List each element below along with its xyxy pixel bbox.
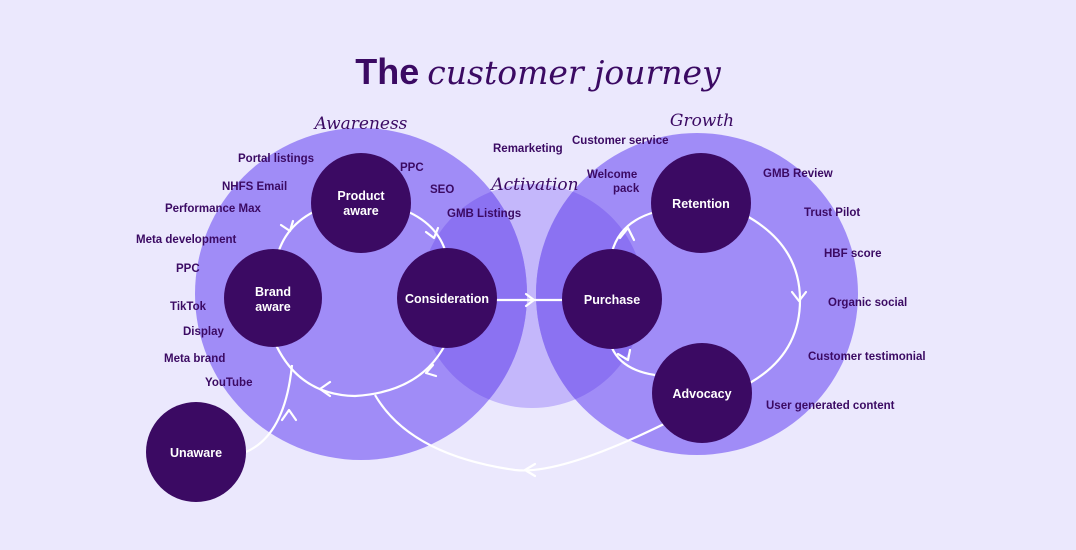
channel-label: PPC xyxy=(176,263,200,275)
flow-advocacy-return xyxy=(374,394,665,472)
arrow-purchase-to-retention xyxy=(618,226,636,242)
node-product-aware[interactable]: Product aware xyxy=(311,153,411,253)
arrow-bottom-left xyxy=(318,380,332,398)
node-purchase-label: Purchase xyxy=(584,293,640,307)
node-brand-aware-line1: Brand xyxy=(255,285,291,299)
node-brand-aware-line2: aware xyxy=(255,300,290,314)
channel-label: Organic social xyxy=(828,297,907,309)
node-retention-label: Retention xyxy=(672,197,730,211)
node-advocacy[interactable]: Advocacy xyxy=(652,343,752,443)
flow-consideration-to-brand xyxy=(275,344,446,398)
section-activation: Activation xyxy=(489,175,578,195)
node-consideration-label: Consideration xyxy=(405,292,489,306)
section-awareness: Awareness xyxy=(313,114,408,134)
channel-label: Portal listings xyxy=(238,153,314,165)
channel-label: GMB Review xyxy=(763,168,833,180)
arrow-product-to-consideration xyxy=(424,226,440,240)
channel-label: Trust Pilot xyxy=(804,207,860,219)
channel-label: Performance Max xyxy=(165,203,261,215)
growth-circle xyxy=(536,133,858,455)
channel-label: NHFS Email xyxy=(222,181,287,193)
channel-label: Meta development xyxy=(136,234,236,246)
channel-label: GMB Listings xyxy=(447,208,521,220)
channel-label: TikTok xyxy=(170,301,207,313)
arrow-advocacy-to-purchase xyxy=(616,348,632,362)
channel-label: Customer service xyxy=(572,135,669,147)
section-growth: Growth xyxy=(670,111,734,131)
arrow-unaware-to-brand xyxy=(280,408,298,422)
channel-label: Meta brand xyxy=(164,353,225,365)
channel-label: Remarketing xyxy=(493,143,563,155)
channel-label: YouTube xyxy=(205,377,252,389)
awareness-activation-overlap xyxy=(420,184,527,408)
channel-label: User generated content xyxy=(766,400,895,412)
arrow-to-purchase xyxy=(524,292,536,308)
node-unaware-label: Unaware xyxy=(170,446,222,460)
channel-label: pack xyxy=(613,183,640,195)
node-consideration[interactable]: Consideration xyxy=(397,248,497,348)
arrow-consideration-bottom xyxy=(424,363,438,378)
flow-unaware-to-brand xyxy=(245,364,294,454)
flow-advocacy-to-purchase xyxy=(610,347,656,377)
node-product-aware-line2: aware xyxy=(343,204,378,218)
channel-label: Display xyxy=(183,326,225,338)
growth-activation-overlap xyxy=(536,184,644,408)
node-product-aware-line1: Product xyxy=(337,189,385,203)
node-brand-aware[interactable]: Brand aware xyxy=(224,249,322,347)
channel-label: Customer testimonial xyxy=(808,351,926,363)
arrow-retention-side xyxy=(790,290,808,303)
node-unaware[interactable]: Unaware xyxy=(146,402,246,502)
node-advocacy-label: Advocacy xyxy=(672,387,731,401)
arrow-brand-to-product xyxy=(279,219,295,233)
node-purchase[interactable]: Purchase xyxy=(562,249,662,349)
node-retention[interactable]: Retention xyxy=(651,153,751,253)
arrow-advocacy-return xyxy=(523,462,537,478)
flow-purchase-to-retention xyxy=(610,210,656,253)
channel-label: SEO xyxy=(430,184,454,196)
channel-label: Welcome xyxy=(587,169,637,181)
awareness-circle xyxy=(195,128,527,460)
channel-label: PPC xyxy=(400,162,424,174)
channel-label: HBF score xyxy=(824,248,882,260)
